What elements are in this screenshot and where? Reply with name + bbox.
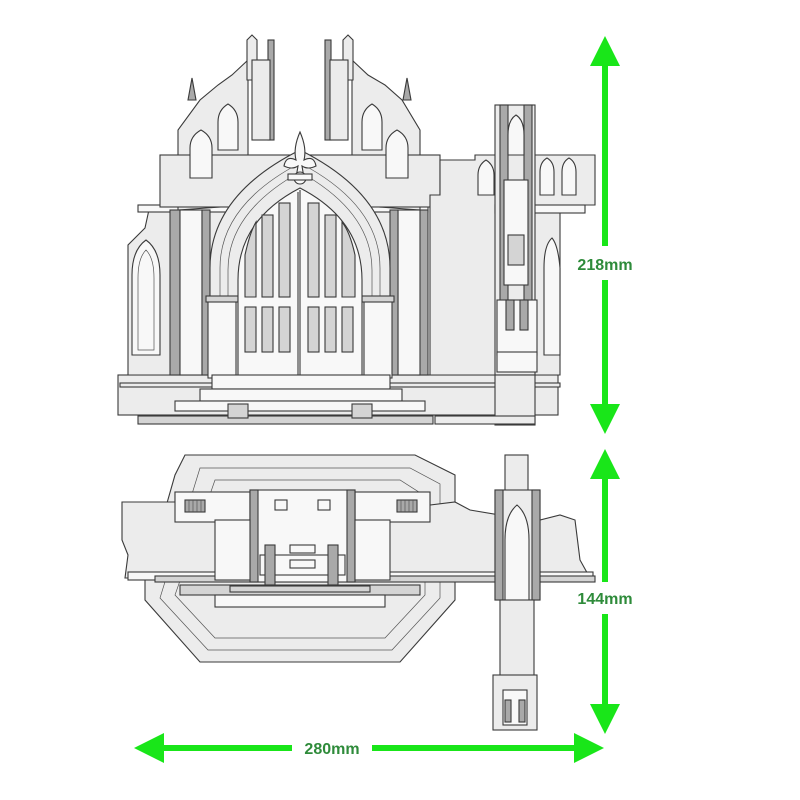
height-label: 218mm [577,257,632,274]
top-plan-view [121,454,596,731]
dimension-width: 280mm [134,733,604,763]
dimension-height: 218mm [577,36,633,434]
upper-window-left [217,103,239,151]
door-panels [244,202,356,353]
fleur-de-lis-icon [283,130,317,185]
left-side-window [131,239,161,356]
plan-tower-stem [499,599,535,681]
front-floor-slab [137,415,434,425]
upper-window-right [361,103,383,151]
front-elevation [117,34,596,426]
dimension-depth: 144mm [577,449,633,734]
depth-label: 144mm [577,591,632,608]
width-label: 280mm [304,741,359,758]
